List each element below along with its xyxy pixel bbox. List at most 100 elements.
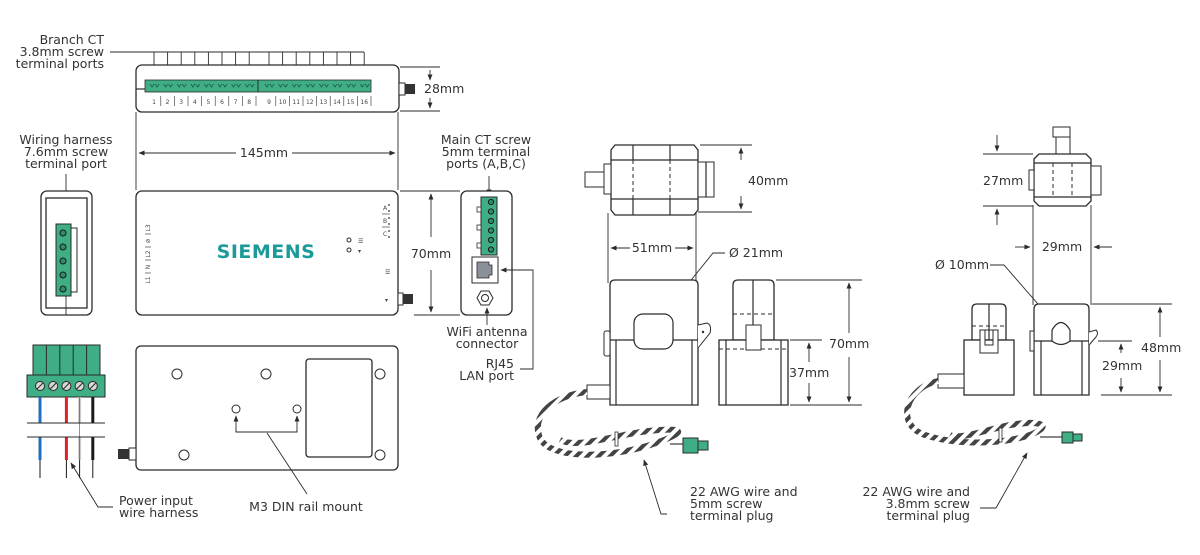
branch-ct-label-line2: 3.8mm screw bbox=[20, 44, 104, 59]
terminal-slot bbox=[231, 83, 241, 88]
large-ct-twisted-cable bbox=[534, 389, 682, 458]
small-ct-top-side bbox=[1028, 169, 1035, 191]
wifi-icon: ▾ bbox=[358, 248, 361, 255]
terminal-dot bbox=[388, 230, 390, 232]
port-number: 7 bbox=[234, 99, 238, 106]
terminal-dot bbox=[388, 210, 390, 212]
terminal-slot bbox=[319, 83, 329, 88]
screw-slot bbox=[89, 382, 97, 390]
antenna-connector-front bbox=[403, 294, 413, 304]
screw-slot bbox=[36, 382, 44, 390]
small-ct-plug-pins bbox=[1072, 433, 1083, 442]
port-number: 9 bbox=[267, 99, 271, 106]
screw bbox=[59, 271, 67, 279]
terminal-dot bbox=[388, 204, 390, 206]
large-ct-hinge bbox=[697, 322, 712, 349]
small-ct-sensor: 27mm 29mm Ø 10mm 29mm 48mm bbox=[862, 126, 1181, 523]
main-ct-label-line2: 5mm terminal bbox=[442, 144, 531, 159]
small-ct-top-latch bbox=[1090, 165, 1102, 196]
screw bbox=[487, 217, 495, 225]
rj45-label-line2: LAN port bbox=[459, 368, 514, 383]
antenna-base-front bbox=[397, 292, 404, 306]
main-ct-label-line1: Main CT screw bbox=[441, 132, 531, 147]
siemens-logo: SIEMENS bbox=[217, 241, 316, 263]
small-ct-dim-hole: Ø 10mm bbox=[935, 257, 989, 272]
power-input-leader bbox=[70, 462, 113, 508]
antenna-base-back bbox=[128, 447, 137, 461]
wiring-harness-label-line1: Wiring harness bbox=[19, 132, 112, 147]
mount-hole bbox=[171, 368, 183, 380]
port-number: 2 bbox=[166, 99, 170, 106]
small-ct-cable-label-line2: 3.8mm screw bbox=[886, 496, 970, 511]
wiring-harness-label-line3: terminal port bbox=[25, 156, 107, 171]
large-ct-side-clip bbox=[603, 330, 611, 357]
small-ct-cable-label-line1: 22 AWG wire and bbox=[862, 484, 970, 499]
small-ct-top-connector bbox=[1052, 126, 1071, 138]
small-ct-front-body bbox=[1033, 303, 1090, 396]
main-ct-terminal-block bbox=[480, 196, 498, 256]
rj45-port bbox=[476, 261, 493, 279]
small-ct-terminal-plug bbox=[1061, 431, 1074, 444]
branch-ct-label-line3: terminal ports bbox=[16, 56, 104, 71]
terminal-slot bbox=[190, 83, 201, 88]
antenna-connector-top bbox=[405, 84, 415, 94]
terminal-slot bbox=[359, 83, 370, 88]
power-terminal-label: N bbox=[145, 265, 152, 270]
large-ct-plug-pins bbox=[697, 440, 709, 451]
port-number: 3 bbox=[179, 99, 183, 106]
terminal-slot bbox=[332, 83, 343, 88]
terminal-dot bbox=[388, 217, 390, 219]
screw bbox=[487, 198, 495, 206]
port-number: 1 bbox=[152, 99, 156, 106]
terminal-block-side-flange bbox=[70, 227, 78, 293]
screw bbox=[487, 246, 495, 253]
rj45-leader bbox=[500, 267, 534, 370]
terminal-slot bbox=[305, 83, 316, 88]
dim-width-145: 145mm bbox=[135, 112, 399, 190]
large-ct-dim-depth: 40mm bbox=[748, 173, 788, 188]
branch-ct-label-line1: Branch CT bbox=[40, 32, 105, 47]
large-ct-cable-label-line1: 22 AWG wire and bbox=[690, 484, 798, 499]
large-ct-side-latch bbox=[745, 324, 762, 351]
mount-hole bbox=[374, 368, 386, 380]
antenna-connector-back bbox=[118, 449, 129, 459]
dim-height-front: 70mm bbox=[411, 246, 451, 261]
harness-plug-body bbox=[32, 344, 101, 376]
harness-screws bbox=[35, 381, 98, 391]
din-mount-hole-left bbox=[231, 404, 241, 414]
power-input-label-line2: wire harness bbox=[119, 505, 198, 520]
terminal-slot bbox=[163, 83, 173, 88]
main-ct-screws bbox=[487, 198, 495, 253]
screw-slot bbox=[49, 382, 57, 390]
terminal-slot bbox=[346, 83, 356, 88]
large-ct-cable-label-line3: terminal plug bbox=[690, 508, 773, 523]
din-leader bbox=[266, 432, 308, 495]
ct-terminal-label: B bbox=[383, 218, 387, 225]
led-wifi bbox=[346, 247, 352, 253]
side-terminal-screws bbox=[59, 229, 67, 293]
small-ct-twisted-cable bbox=[904, 378, 1046, 446]
small-ct-dim-lower: 29mm bbox=[1102, 358, 1142, 373]
large-ct-top-side bbox=[603, 163, 612, 195]
large-ct-sensor: 40mm 51mm Ø 21mm 37mm bbox=[534, 144, 869, 523]
power-input-label-line1: Power input bbox=[119, 493, 193, 508]
port-number: 11 bbox=[292, 99, 300, 106]
large-ct-cable-leader bbox=[643, 459, 667, 515]
small-ct-dim-height: 48mm bbox=[1141, 340, 1181, 355]
terminal-dot bbox=[388, 223, 390, 225]
mount-hole bbox=[178, 449, 190, 461]
large-ct-aperture bbox=[633, 313, 674, 350]
antenna-base-top bbox=[398, 82, 406, 96]
large-ct-side-lower bbox=[718, 339, 789, 406]
port-number: 16 bbox=[360, 99, 368, 106]
screw bbox=[487, 227, 495, 234]
port-number: 12 bbox=[306, 99, 314, 106]
large-ct-dim-hole: Ø 21mm bbox=[729, 245, 783, 260]
main-unit-back-view: M3 DIN rail mount bbox=[118, 345, 399, 514]
port-number: 4 bbox=[193, 99, 197, 106]
screw-slot bbox=[63, 382, 70, 390]
large-ct-terminal-plug bbox=[682, 437, 699, 454]
